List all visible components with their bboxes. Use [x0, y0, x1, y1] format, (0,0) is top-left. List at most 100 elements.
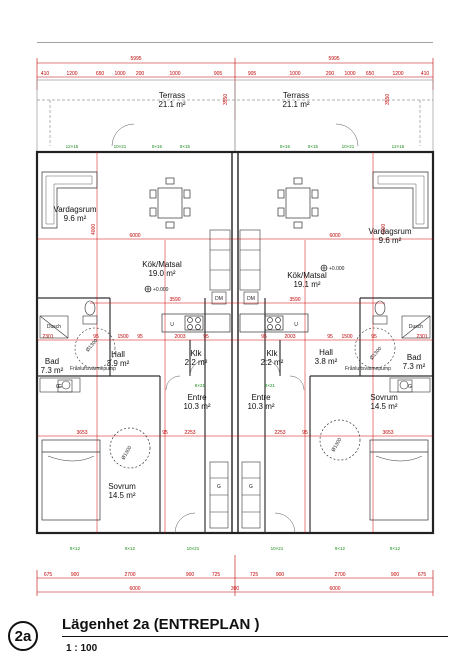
- ventilation-left: Frånluftsvärmepump: [70, 365, 116, 372]
- svg-text:9×15: 9×15: [280, 144, 291, 149]
- bath-right-fixtures: [354, 300, 431, 393]
- svg-text:675: 675: [44, 572, 53, 578]
- hall-left-area: 3.9 m²: [107, 359, 130, 368]
- dim-terrace-depth-right: 3550: [385, 94, 391, 105]
- dusch-right: Dusch: [409, 324, 423, 330]
- terrace-left-area: 21.1 m²: [158, 100, 185, 109]
- dim-top-right-unit: 5995: [328, 56, 339, 62]
- bath-right-area: 7.3 m²: [403, 362, 426, 371]
- hall-wardrobe-left: [39, 377, 81, 393]
- living-left-area: 9.6 m²: [64, 214, 87, 223]
- svg-text:95: 95: [261, 334, 267, 340]
- entry-left-name: Entre: [187, 393, 207, 402]
- svg-text:650: 650: [96, 71, 105, 77]
- closet-right-name: Klk: [266, 349, 278, 358]
- svg-text:2253: 2253: [184, 430, 195, 436]
- kitchen-left-area: 19.0 m²: [148, 269, 175, 278]
- terrace-right-name: Terrass: [283, 91, 309, 100]
- dim-top-segments: 410 1200 650 1000 200 1000 905 905 1000 …: [41, 71, 430, 77]
- svg-text:1200: 1200: [66, 71, 77, 77]
- drawing-scale: 1 : 100: [66, 643, 98, 654]
- dusch-left: Dusch: [47, 324, 61, 330]
- closet-right-area: 2.2 m²: [261, 358, 284, 367]
- svg-text:2003: 2003: [174, 334, 185, 340]
- svg-text:9×15: 9×15: [180, 144, 191, 149]
- svg-text:95: 95: [162, 430, 168, 436]
- bath-left-name: Bad: [45, 357, 59, 366]
- svg-text:1200: 1200: [392, 71, 403, 77]
- sofa-left: [41, 171, 98, 229]
- svg-text:725: 725: [212, 572, 221, 578]
- drawing-number-badge: 2a: [8, 621, 38, 651]
- dim-entry-row: 3653 95 2253 2253 95 3653: [76, 430, 393, 436]
- svg-text:900: 900: [276, 572, 285, 578]
- hall-wardrobe-right: [389, 377, 431, 393]
- drawing-frame: [37, 42, 433, 43]
- svg-text:200: 200: [326, 71, 335, 77]
- svg-text:725: 725: [250, 572, 259, 578]
- level-right: +0.000: [329, 266, 345, 272]
- kitchen-left-name: Kök/Matsal: [142, 260, 182, 269]
- g-right-2: G: [408, 384, 412, 390]
- dining-table-right: [277, 177, 319, 229]
- svg-text:9×15: 9×15: [308, 144, 319, 149]
- svg-text:95: 95: [93, 334, 99, 340]
- drawing-title: Lägenhet 2a (ENTREPLAN ): [62, 616, 260, 633]
- dim-bottom-total-right: 6000: [329, 586, 340, 592]
- svg-text:9×12: 9×12: [125, 546, 136, 551]
- svg-text:10×21: 10×21: [187, 546, 200, 551]
- u-left: U: [170, 322, 174, 328]
- living-right-area: 9.6 m²: [379, 236, 402, 245]
- level-marker-left: [144, 285, 152, 293]
- bed-left: [41, 427, 151, 521]
- svg-text:12×15: 12×15: [392, 144, 405, 149]
- sofa-right: [372, 171, 429, 229]
- svg-text:9×12: 9×12: [335, 546, 346, 551]
- svg-text:9×12: 9×12: [390, 546, 401, 551]
- bath-left-fixtures: [39, 300, 116, 393]
- dim-kitchen-span-left: 3590: [169, 297, 180, 303]
- closet-doors: [165, 359, 305, 391]
- svg-text:200: 200: [136, 71, 145, 77]
- dim-kitchen-span-right: 3590: [289, 297, 300, 303]
- svg-text:900: 900: [391, 572, 400, 578]
- exterior-walls: [35, 150, 435, 535]
- dim-bottom-total-left: 6000: [129, 586, 140, 592]
- kitchen-counter-left: [161, 313, 231, 333]
- bedroom-right-name: Sovrum: [370, 393, 398, 402]
- door-8x21-left: 8×21: [195, 383, 206, 388]
- hall-right-area: 3.8 m²: [315, 357, 338, 366]
- hall-right-name: Hall: [319, 348, 333, 357]
- svg-text:1500: 1500: [117, 334, 128, 340]
- svg-text:1000: 1000: [289, 71, 300, 77]
- dim-terrace-depth: 3550: [223, 94, 229, 105]
- kitchen-right-name: Kök/Matsal: [287, 271, 327, 280]
- ventilation-right: Frånluftsvärmepump: [345, 365, 391, 372]
- svg-text:675: 675: [418, 572, 427, 578]
- svg-text:2253: 2253: [274, 430, 285, 436]
- bedroom-right-area: 14.5 m²: [370, 402, 397, 411]
- svg-text:95: 95: [203, 334, 209, 340]
- interior-walls: [37, 297, 433, 533]
- svg-text:3653: 3653: [382, 430, 393, 436]
- svg-text:10×21: 10×21: [342, 144, 355, 149]
- svg-text:95: 95: [137, 334, 143, 340]
- entry-left-area: 10.3 m²: [183, 402, 210, 411]
- svg-text:2700: 2700: [334, 572, 345, 578]
- dm-left: DM: [215, 296, 223, 302]
- svg-text:3653: 3653: [76, 430, 87, 436]
- terrace-window-tags: 12×15 10×21 9×15 9×15 9×15 9×15 10×21 12…: [66, 144, 405, 149]
- living-right-name: Vardagsrum: [369, 227, 412, 236]
- kitchen-column-right: [239, 229, 261, 305]
- svg-text:9×12: 9×12: [70, 546, 81, 551]
- g-entry-right: G: [249, 484, 253, 490]
- svg-text:1000: 1000: [344, 71, 355, 77]
- svg-text:95: 95: [371, 334, 377, 340]
- hall-left-name: Hall: [111, 350, 125, 359]
- reference-lines: [37, 152, 433, 533]
- door-8x21-right: 8×21: [265, 383, 276, 388]
- terrace-zone: [36, 79, 434, 153]
- svg-text:900: 900: [186, 572, 195, 578]
- entry-wardrobes: [209, 461, 261, 529]
- kitchen-column-left: [209, 229, 231, 305]
